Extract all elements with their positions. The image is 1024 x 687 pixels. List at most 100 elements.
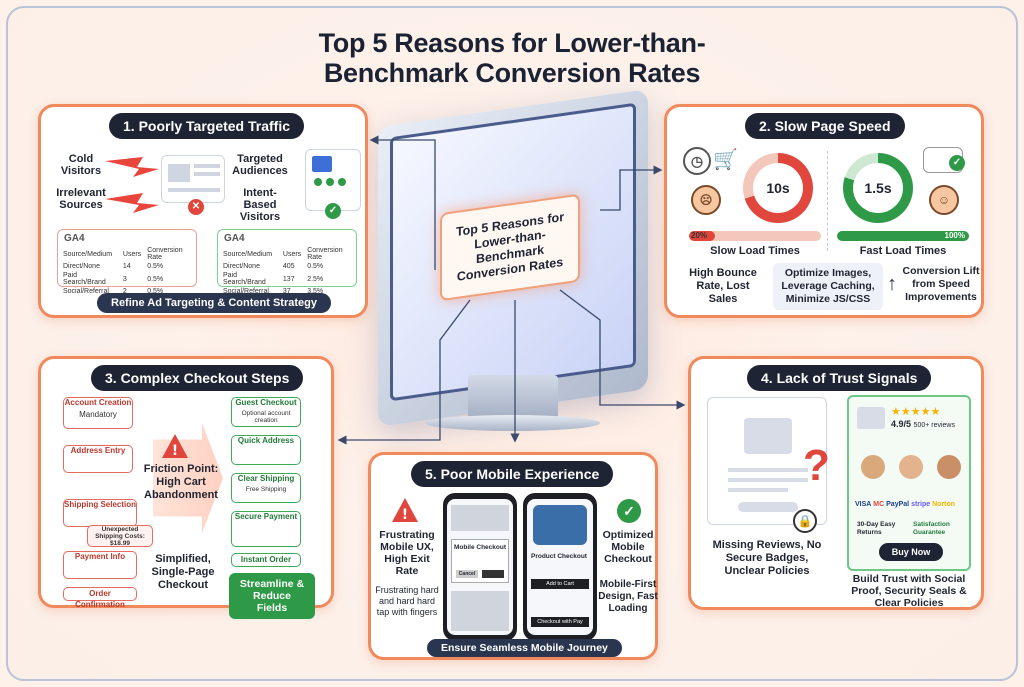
ga4-label-good: GA4 (224, 233, 245, 244)
panel5-footer: Ensure Seamless Mobile Journey (427, 639, 622, 657)
bounce-rate-text: High Bounce Rate, Lost Sales (689, 267, 757, 305)
unexpected-shipping: Unexpected Shipping Costs: $18.99 (87, 525, 153, 547)
lightning-icon (105, 157, 159, 213)
panel4-heading: 4. Lack of Trust Signals (747, 365, 932, 391)
conversion-lift-text: Conversion Lift from Speed Improvements (902, 265, 980, 303)
panel-slow-page-speed: 2. Slow Page Speed ◷ 🛒 ☹ 10s 1.5s ✓ ☺ 20… (664, 104, 984, 318)
slow-pct: 20% (691, 231, 708, 240)
label-intent-visitors: Intent-Based Visitors (239, 187, 281, 223)
image-placeholder-icon (744, 418, 792, 454)
broken-lock-icon: 🔒 (793, 509, 817, 533)
reviewer-avatar-1 (861, 455, 885, 479)
warning-icon-mobile: ! (392, 498, 418, 523)
slow-progress-track: 20% (689, 231, 821, 241)
step-payment-info: Payment Info (63, 551, 137, 579)
ga4-label: GA4 (64, 233, 85, 244)
checkout-pay-button[interactable]: Checkout with Pay (531, 617, 589, 627)
step-quick-address: Quick Address (231, 435, 301, 465)
title-line-2: Benchmark Conversion Rates (323, 58, 701, 88)
monitor-base (425, 415, 600, 431)
panel1-footer: Refine Ad Targeting & Content Strategy (97, 293, 331, 313)
check-icon-mobile: ✓ (617, 499, 641, 523)
shoe-grid-image (451, 505, 509, 531)
fast-gauge-value: 1.5s (853, 163, 903, 213)
trusted-caption: Build Trust with Social Proof, Security … (851, 573, 967, 609)
product-image-icon (857, 407, 885, 429)
untrusted-page (707, 397, 827, 525)
panel-complex-checkout: 3. Complex Checkout Steps Account Creati… (38, 356, 334, 619)
check-icon: ✓ (325, 203, 341, 219)
mobile-frustration-sub: Frustrating hard and hard hard tap with … (375, 585, 439, 617)
step-account-creation: Account Creation Mandatory (63, 397, 133, 429)
arrow-to-panel3 (337, 299, 471, 445)
slow-gauge: 10s (743, 153, 813, 223)
streamline-button[interactable]: Streamline & Reduce Fields (229, 573, 315, 619)
step-instant-order: Instant Order (231, 553, 301, 567)
slow-progress-fill (689, 231, 715, 241)
slow-label: Slow Load Times (710, 245, 800, 257)
phone-good: Product Checkout Add to Cart Checkout wi… (523, 493, 597, 641)
label-cold-visitors: Cold Visitors (60, 153, 102, 177)
panel1-heading: 1. Poorly Targeted Traffic (109, 113, 305, 139)
buy-now-button[interactable]: Buy Now (879, 543, 943, 561)
shoe-image (533, 505, 587, 545)
phone-good-screen: Product Checkout Add to Cart Checkout wi… (527, 499, 593, 635)
optimized-mobile-title: Optimized Mobile Checkout (602, 529, 654, 565)
svg-text:!: ! (172, 443, 178, 459)
shoe-grid-image-2 (451, 591, 509, 631)
panel-poorly-targeted-traffic: 1. Poorly Targeted Traffic Cold Visitors… (38, 104, 368, 318)
trusted-page: ★★★★★ 4.9/5 500+ reviews VISA MC PayPal … (847, 395, 971, 571)
step-secure-payment: Secure Payment (231, 511, 301, 547)
reviewer-avatar-2 (899, 455, 923, 479)
question-mark-icon: ? (803, 441, 830, 490)
frustrated-user-icon: ☹ (691, 185, 721, 215)
label-irrelevant-sources: Irrelevant Sources (56, 187, 106, 211)
rating-value: 4.9/5 500+ reviews (891, 419, 955, 429)
phone-bad-screen: Mobile Checkout Cancel (447, 499, 513, 635)
arrow-to-panel1 (369, 135, 436, 270)
warning-icon: ! (162, 434, 188, 459)
untrusted-caption: Missing Reviews, No Secure Badges, Uncle… (712, 539, 822, 577)
mobile-checkout-popup: Mobile Checkout Cancel (451, 539, 509, 583)
phone-bad: Mobile Checkout Cancel (443, 493, 517, 641)
clock-icon: ◷ (683, 147, 711, 175)
targeted-webpage-icon (305, 149, 361, 211)
title-line-1: Top 5 Reasons for Lower-than- (318, 28, 706, 58)
webpage-icon (161, 155, 225, 203)
guarantee-badge: Satisfaction Guarantee (913, 521, 950, 536)
mobile-frustration-title: Frustrating Mobile UX, High Exit Rate (379, 529, 435, 577)
step-address-entry: Address Entry (63, 445, 133, 473)
step-shipping-selection: Shipping Selection (63, 499, 137, 527)
slow-gauge-value: 10s (753, 163, 803, 213)
popup-cancel-button[interactable]: Cancel (456, 570, 478, 578)
popup-ok-button[interactable] (482, 570, 504, 578)
svg-text:!: ! (402, 507, 408, 523)
panel-poor-mobile: 5. Poor Mobile Experience ! Frustrating … (368, 452, 658, 660)
reviewer-avatar-3 (937, 455, 961, 479)
panel3-heading: 3. Complex Checkout Steps (91, 365, 304, 391)
step-guest-checkout: Guest Checkout Optional account creation (231, 397, 301, 427)
check-icon-speed: ✓ (949, 155, 965, 171)
optimize-text: Optimize Images, Leverage Caching, Minim… (773, 263, 883, 310)
add-to-cart-button[interactable]: Add to Cart (531, 579, 589, 589)
fast-label: Fast Load Times (859, 245, 947, 257)
arrow-to-panel2 (600, 165, 663, 211)
phone2-title: Product Checkout (531, 553, 587, 560)
up-arrow-icon: ↑ (887, 273, 897, 295)
happy-user-icon: ☺ (929, 185, 959, 215)
arrow-to-panel4 (559, 289, 686, 410)
star-rating-icon: ★★★★★ (891, 406, 941, 418)
label-targeted-audiences: Targeted Audiences (232, 153, 288, 177)
simplified-text: Simplified, Single-Page Checkout (151, 553, 215, 591)
step-clear-shipping: Clear Shipping Free Shipping (231, 473, 301, 503)
step-order-confirmation: Order Confirmation (63, 587, 137, 609)
x-icon: ✕ (188, 199, 204, 215)
panel-trust-signals: 4. Lack of Trust Signals ? 🔒 Missing Rev… (688, 356, 984, 610)
panel5-heading: 5. Poor Mobile Experience (411, 461, 614, 487)
fast-pct: 100% (944, 231, 965, 240)
